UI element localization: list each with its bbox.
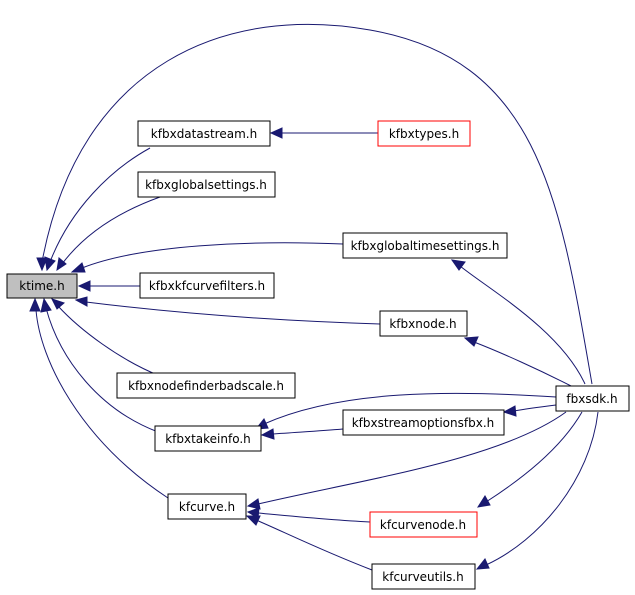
node-kfbxdatastream[interactable]: kfbxdatastream.h bbox=[137, 120, 271, 147]
edges bbox=[29, 23, 599, 571]
arrowhead-icon bbox=[450, 259, 466, 271]
arrowhead-icon bbox=[56, 257, 67, 272]
node-label: kfbxtakeinfo.h bbox=[165, 432, 251, 446]
edge-fbxsdk-to-streamopts bbox=[513, 404, 557, 412]
arrowhead-icon bbox=[77, 280, 91, 292]
edge-kfcurvenode-to-kfcurve bbox=[257, 512, 371, 523]
arrowhead-icon bbox=[475, 558, 490, 570]
node-kfbxglobalsettings[interactable]: kfbxglobalsettings.h bbox=[137, 171, 276, 198]
node-label: kfbxtypes.h bbox=[389, 127, 459, 141]
edge-takeinfo-to-ktime bbox=[45, 307, 159, 433]
edge-kfcurve-to-ktime bbox=[35, 309, 169, 499]
arrowhead-icon bbox=[51, 298, 65, 310]
node-kfbxtakeinfo[interactable]: kfbxtakeinfo.h bbox=[154, 425, 262, 452]
edge-kfcurveutils-to-kfcurve bbox=[255, 519, 373, 571]
node-kfcurveutils[interactable]: kfcurveutils.h bbox=[371, 563, 476, 590]
edge-kfbxnode-to-ktime bbox=[85, 301, 381, 325]
node-label: kfbxglobalsettings.h bbox=[145, 178, 267, 192]
node-fbxsdk[interactable]: fbxsdk.h bbox=[555, 385, 630, 412]
arrowhead-icon bbox=[29, 297, 41, 312]
arrowhead-icon bbox=[74, 296, 88, 307]
edge-fbxsdk-to-kfbxnode bbox=[473, 341, 576, 389]
edge-fbxsdk-to-ktime bbox=[41, 23, 593, 385]
node-kfbxstreamoptionsfbx[interactable]: kfbxstreamoptionsfbx.h bbox=[342, 409, 505, 436]
node-kfbxnodefinderbadscale[interactable]: kfbxnodefinderbadscale.h bbox=[116, 372, 296, 399]
edge-fbxsdk-to-kfcurve bbox=[257, 411, 567, 505]
edge-streamopts-to-takeinfo bbox=[271, 428, 344, 435]
node-kfbxnode[interactable]: kfbxnode.h bbox=[379, 310, 468, 337]
node-label: kfcurveutils.h bbox=[382, 570, 463, 584]
node-kfbxglobaltimesettings[interactable]: kfbxglobaltimesettings.h bbox=[342, 232, 508, 259]
node-label: kfbxnode.h bbox=[389, 317, 456, 331]
node-label: kfcurvenode.h bbox=[380, 518, 466, 532]
node-label: kfbxstreamoptionsfbx.h bbox=[352, 416, 495, 430]
arrowhead-icon bbox=[476, 495, 491, 508]
arrowhead-icon bbox=[269, 127, 283, 139]
node-label: kfbxkfcurvefilters.h bbox=[149, 279, 265, 293]
arrowhead-icon bbox=[70, 262, 86, 273]
node-kfbxtypes[interactable]: kfbxtypes.h bbox=[377, 120, 471, 147]
edge-nodefinder-to-ktime bbox=[57, 305, 161, 377]
node-label: kfbxglobaltimesettings.h bbox=[351, 239, 500, 253]
arrowhead-icon bbox=[40, 297, 52, 313]
node-kfcurvenode[interactable]: kfcurvenode.h bbox=[369, 511, 478, 538]
arrowhead-icon bbox=[463, 336, 479, 347]
edge-datastream-to-ktime bbox=[49, 147, 151, 263]
node-ktime[interactable]: ktime.h bbox=[6, 273, 78, 299]
arrowhead-icon bbox=[260, 428, 275, 440]
edge-fbxsdk-to-kfcurvenode bbox=[485, 411, 583, 503]
arrowhead-icon bbox=[36, 257, 48, 272]
node-label: kfbxnodefinderbadscale.h bbox=[128, 379, 284, 393]
node-kfbxkfcurvefilters[interactable]: kfbxkfcurvefilters.h bbox=[139, 272, 275, 299]
arrowhead-icon bbox=[246, 498, 261, 510]
node-label: kfcurve.h bbox=[179, 500, 235, 514]
arrowhead-icon bbox=[44, 256, 56, 272]
edge-globaltime-to-ktime bbox=[81, 242, 344, 269]
arrowhead-icon bbox=[245, 515, 261, 526]
edge-globalsettings-to-ktime bbox=[61, 196, 161, 265]
arrowhead-icon bbox=[502, 405, 517, 417]
node-label: ktime.h bbox=[19, 279, 64, 293]
edge-fbxsdk-to-kfcurveutils bbox=[485, 411, 599, 566]
node-kfcurve[interactable]: kfcurve.h bbox=[167, 493, 247, 520]
node-label: fbxsdk.h bbox=[566, 392, 617, 406]
edge-fbxsdk-to-globaltime bbox=[459, 265, 586, 385]
edge-fbxsdk-to-takeinfo bbox=[263, 392, 557, 425]
node-label: kfbxdatastream.h bbox=[151, 127, 257, 141]
